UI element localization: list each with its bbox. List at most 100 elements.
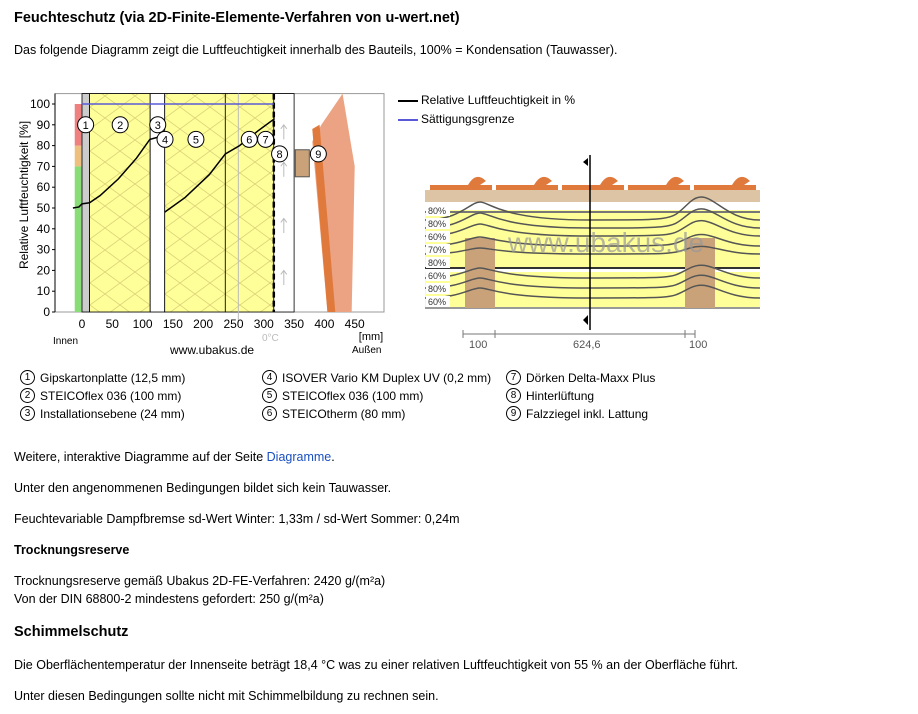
layer-marker-number: 9: [315, 149, 321, 161]
layer-steicotherm: [224, 93, 275, 313]
legend-item: 2 STEICOflex 036 (100 mm): [20, 388, 181, 403]
tile-icon: [628, 176, 690, 190]
layer-marker-number: 4: [162, 134, 168, 146]
legend-item: 9 Falzziegel inkl. Lattung: [506, 406, 648, 421]
x-tick-label: 250: [223, 317, 243, 331]
diagrams-link[interactable]: Diagramme: [266, 450, 332, 464]
isoline-label-bg: [426, 283, 450, 294]
legend-item-label: Installationsebene (24 mm): [40, 406, 185, 421]
isoline-label-bg: [426, 296, 450, 307]
layer-number-badge: 5: [262, 388, 277, 403]
isoline-label: 80%: [428, 219, 446, 229]
humidity-line: [72, 136, 158, 209]
isoline-label-bg: [426, 257, 450, 268]
intro-text: Das folgende Diagramm zeigt die Luftfeuc…: [14, 43, 618, 57]
isoline-label-bg: [426, 231, 450, 242]
tile-icon: [430, 176, 492, 190]
legend-item: 5 STEICOflex 036 (100 mm): [262, 388, 423, 403]
x-tick-label: 400: [314, 317, 334, 331]
isoline-label-bg: [426, 270, 450, 281]
comfort-bar-orange: [74, 145, 82, 167]
y-axis-label: Relative Luftfeuchtigkeit [%]: [17, 121, 31, 269]
airflow-arrow-icon: [280, 269, 288, 285]
legend-saturation: Sättigungsgrenze: [398, 110, 575, 129]
layer-marker: [77, 116, 95, 134]
layer-marker-number: 1: [83, 120, 89, 132]
y-tick-label: 100: [30, 97, 50, 111]
comfort-bar-green: [74, 166, 82, 312]
isoline-label: 60%: [428, 297, 446, 307]
vapour-barrier-text: Feuchtevariable Dampfbremse sd-Wert Wint…: [14, 512, 460, 526]
y-tick-label: 40: [37, 222, 51, 236]
x-tick-label: 450: [345, 317, 365, 331]
legend-item-label: STEICOflex 036 (100 mm): [40, 388, 182, 403]
watermark: www.ubakus.de: [169, 343, 254, 357]
tile-icon: [562, 176, 624, 190]
y-tick-label: 50: [37, 201, 51, 215]
layer-number-badge: 9: [506, 406, 521, 421]
more-diagrams-text: Weitere, interaktive Diagramme auf der S…: [14, 450, 335, 464]
isoline: [424, 284, 761, 299]
y-tick-label: 10: [37, 284, 51, 298]
y-tick-label: 70: [37, 159, 51, 173]
isoline-label: 70%: [428, 245, 446, 255]
legend-item-label: Falzziegel inkl. Lattung: [526, 406, 649, 421]
airflow-arrow-icon: [280, 123, 288, 140]
legend-humidity: Relative Luftfeuchtigkeit in %: [398, 91, 575, 110]
layer-number-badge: 8: [506, 388, 521, 403]
layer-marker: [111, 116, 129, 134]
zero-c-label: 0°C: [262, 333, 279, 344]
isoline-label: 80%: [428, 258, 446, 268]
isoline-label-bg: [426, 218, 450, 229]
isoline-label-bg: [426, 244, 450, 255]
legend-item-label: Gipskartonplatte (12,5 mm): [40, 370, 186, 385]
batten: [294, 149, 310, 178]
layer-number-badge: 6: [262, 406, 277, 421]
layer-marker: [257, 130, 275, 148]
y-tick-label: 80: [37, 139, 51, 153]
roof-tile-front: [312, 124, 336, 312]
legend-item-label: STEICOflex 036 (100 mm): [282, 388, 424, 403]
isoline-label: 60%: [428, 271, 446, 281]
x-axis-unit: [mm]: [359, 331, 383, 343]
dim-middle: 624,6: [573, 339, 601, 351]
legend-item: 6 STEICOtherm (80 mm): [262, 406, 405, 421]
dim-right: 100: [689, 339, 707, 351]
tile-icon: [496, 176, 558, 190]
layer-steicoflex-2: [164, 93, 226, 313]
legend-item-label: STEICOtherm (80 mm): [282, 406, 406, 421]
y-tick-label: 90: [37, 118, 51, 132]
layer-marker: [149, 116, 167, 134]
layer-number-badge: 4: [262, 370, 277, 385]
legend-item-label: ISOVER Vario KM Duplex UV (0,2 mm): [282, 370, 492, 385]
isoline: [424, 196, 761, 221]
x-tick-label: 100: [133, 317, 153, 331]
layer-steicoflex-1: [89, 93, 151, 313]
layer-marker-number: 7: [263, 134, 269, 146]
isoline-label-bg: [426, 205, 450, 216]
layer-number-badge: 2: [20, 388, 35, 403]
isoline: [424, 264, 761, 279]
x-tick-label: 200: [193, 317, 213, 331]
isoline: [424, 233, 761, 247]
layer-marker: [271, 145, 289, 163]
y-tick-label: 60: [37, 180, 51, 194]
layer-marker: [187, 130, 205, 148]
mold-text-1: Die Oberflächentemperatur der Innenseite…: [14, 658, 739, 672]
x-tick-label: 150: [163, 317, 183, 331]
mold-text-2: Unter diesen Bedingungen sollte nicht mi…: [14, 689, 439, 703]
isoline-label: 80%: [428, 206, 446, 216]
outside-label: Außen: [352, 345, 381, 356]
dim-left: 100: [469, 339, 487, 351]
y-tick-label: 0: [43, 305, 50, 319]
layer-marker: [309, 145, 327, 163]
drying-heading: Trocknungsreserve: [14, 543, 130, 557]
inside-label: Innen: [53, 336, 78, 347]
layer-marker-number: 8: [276, 149, 282, 161]
condensation-text: Unter den angenommenen Bedingungen bilde…: [14, 481, 392, 495]
airflow-arrow-icon: [280, 217, 288, 233]
